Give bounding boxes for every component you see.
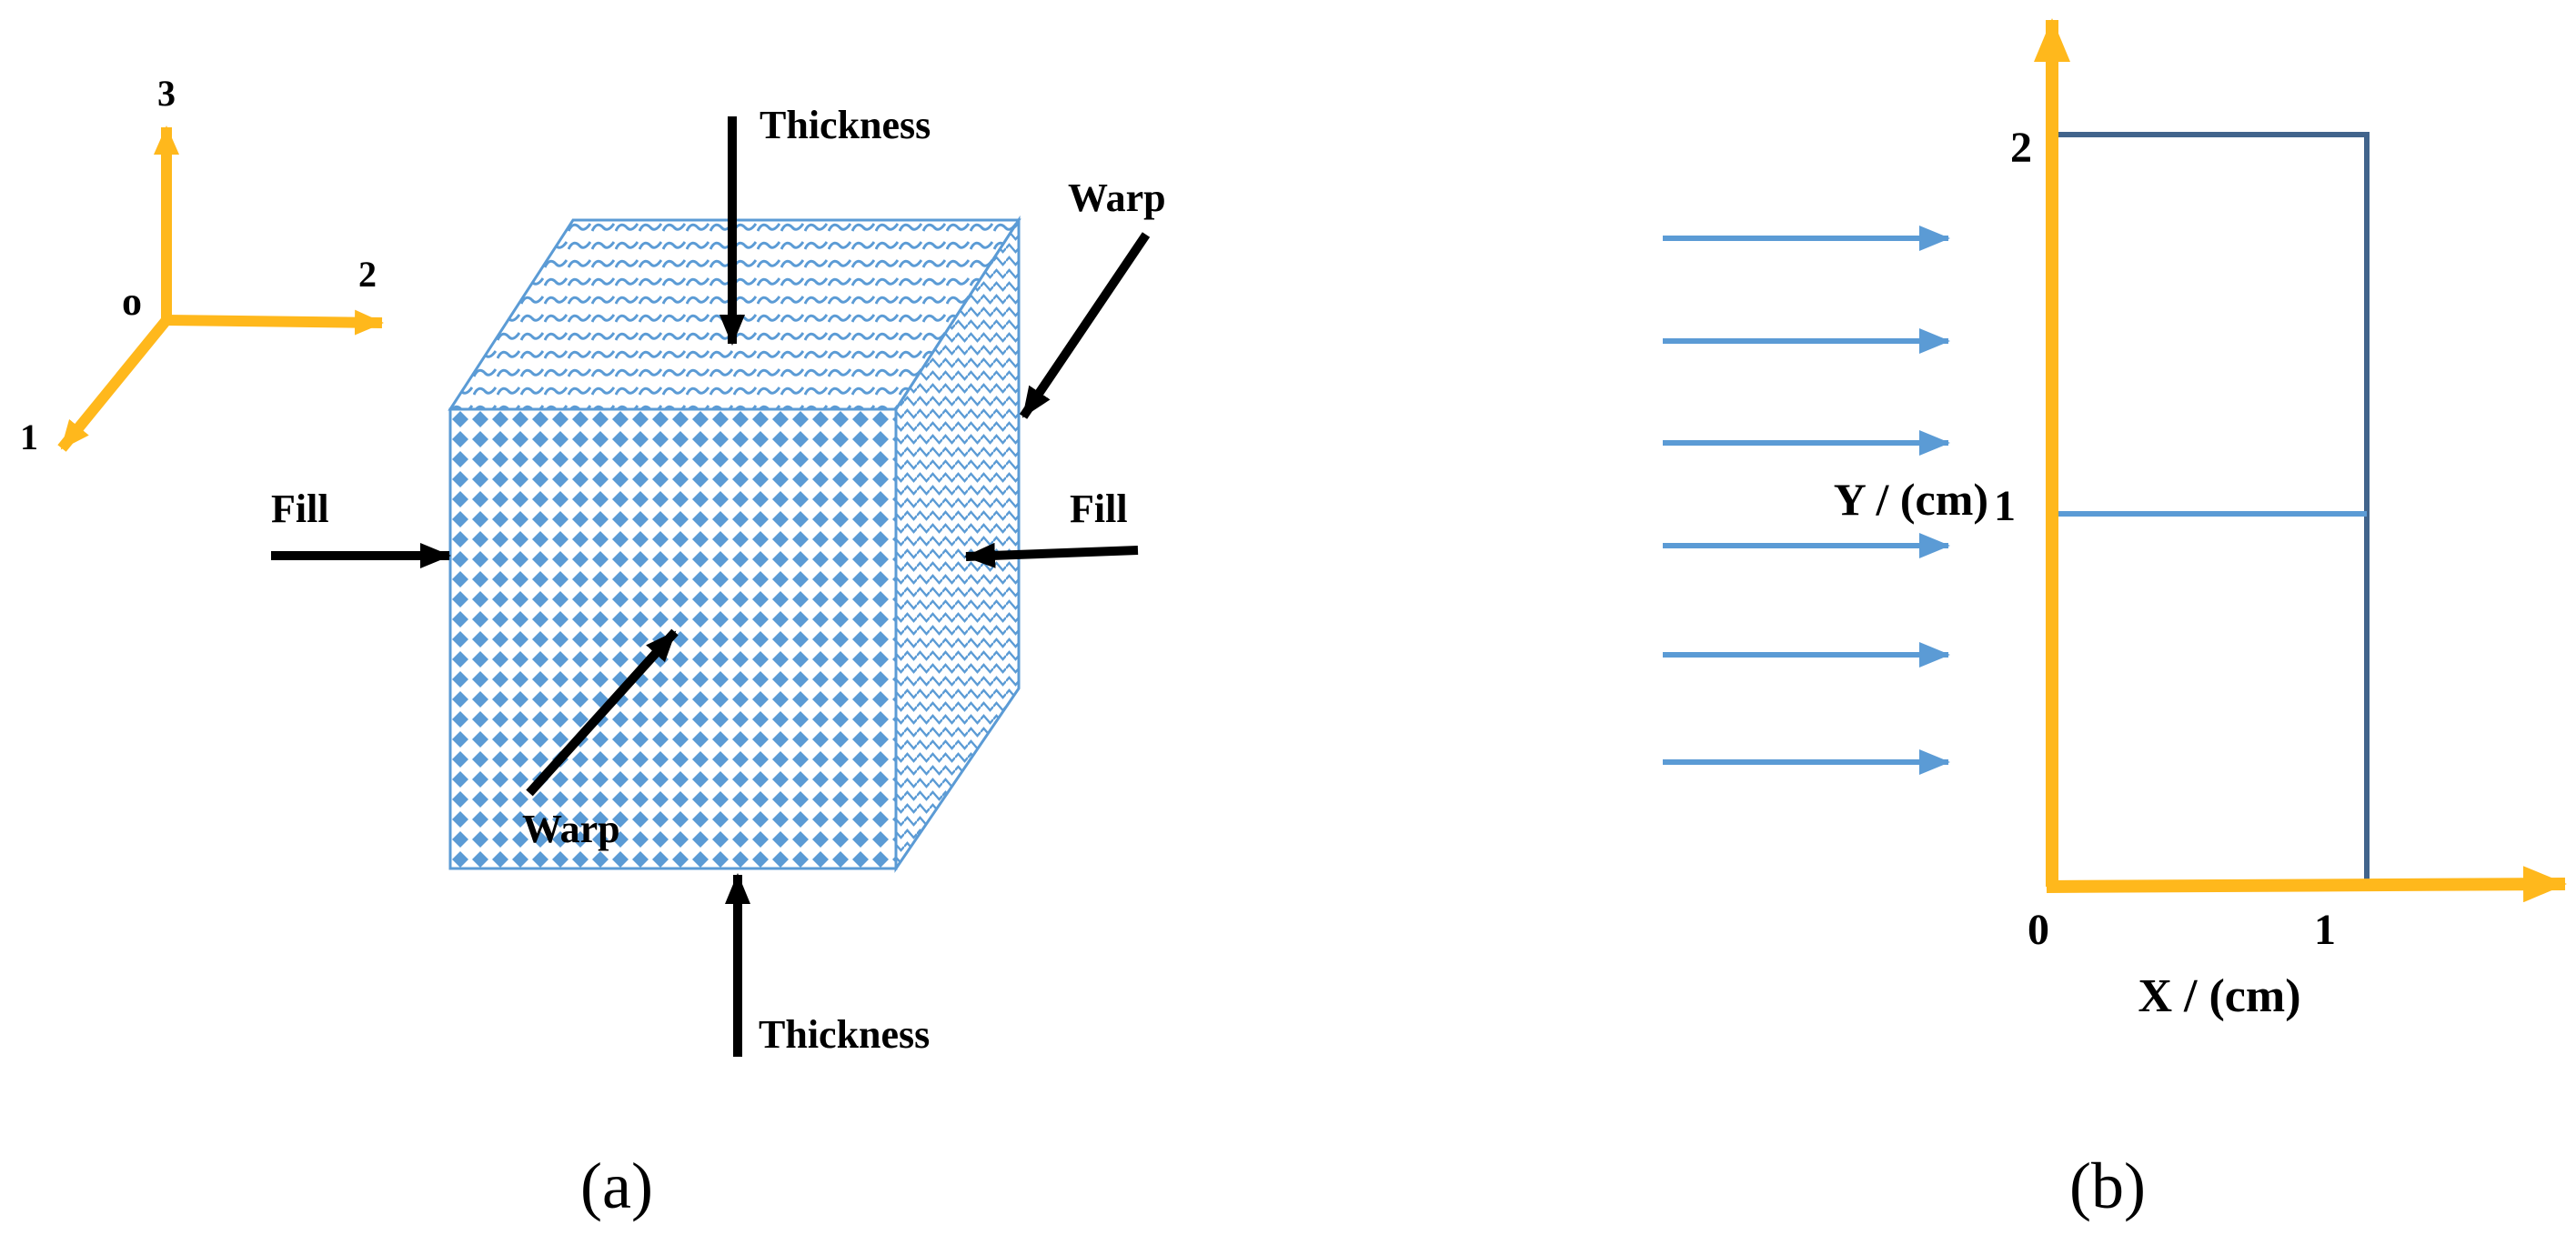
axis-2-label: 2 xyxy=(358,254,377,295)
load-arrows xyxy=(271,116,1151,1057)
axis-2-line xyxy=(166,309,384,336)
inflow-arrows xyxy=(1663,226,1950,775)
fill-right-arrow xyxy=(964,542,1139,568)
thickness-bottom-label: Thickness xyxy=(759,1012,930,1057)
caption-a: (a) xyxy=(580,1150,653,1222)
fill-left-label: Fill xyxy=(271,487,329,531)
warp-front-arrow xyxy=(526,628,679,797)
axis-3-label: 3 xyxy=(157,73,176,114)
warp-right-arrow xyxy=(1019,232,1151,419)
x-axis-label: X / (cm) xyxy=(2138,970,2300,1022)
x-tick-1: 1 xyxy=(2314,906,2336,954)
panel-b-axes xyxy=(2034,18,2567,903)
domain-boundary xyxy=(2052,132,2370,880)
panel-a-labels: Thickness Thickness Warp Warp Fill Fill xyxy=(271,103,1166,1057)
triad: 3 2 1 o xyxy=(20,73,384,457)
domain xyxy=(2052,132,2370,880)
panel-b-labels: 2 1 Y / (cm) 0 1 X / (cm) xyxy=(1834,124,2336,1022)
x-tick-0: 0 xyxy=(2028,906,2049,954)
axis-1-label: 1 xyxy=(20,417,38,457)
axis-1-line xyxy=(57,316,171,452)
y-axis-label: Y / (cm) xyxy=(1834,474,1988,525)
warp-right-label: Warp xyxy=(1068,176,1166,220)
origin-label: o xyxy=(122,279,142,324)
warp-front-label: Warp xyxy=(522,807,620,851)
fill-right-label: Fill xyxy=(1070,487,1128,531)
y-tick-1: 1 xyxy=(1994,482,2016,530)
y-tick-2: 2 xyxy=(2010,124,2032,172)
caption-b: (b) xyxy=(2069,1150,2146,1222)
thickness-top-label: Thickness xyxy=(760,103,931,147)
x-axis xyxy=(2046,866,2567,903)
